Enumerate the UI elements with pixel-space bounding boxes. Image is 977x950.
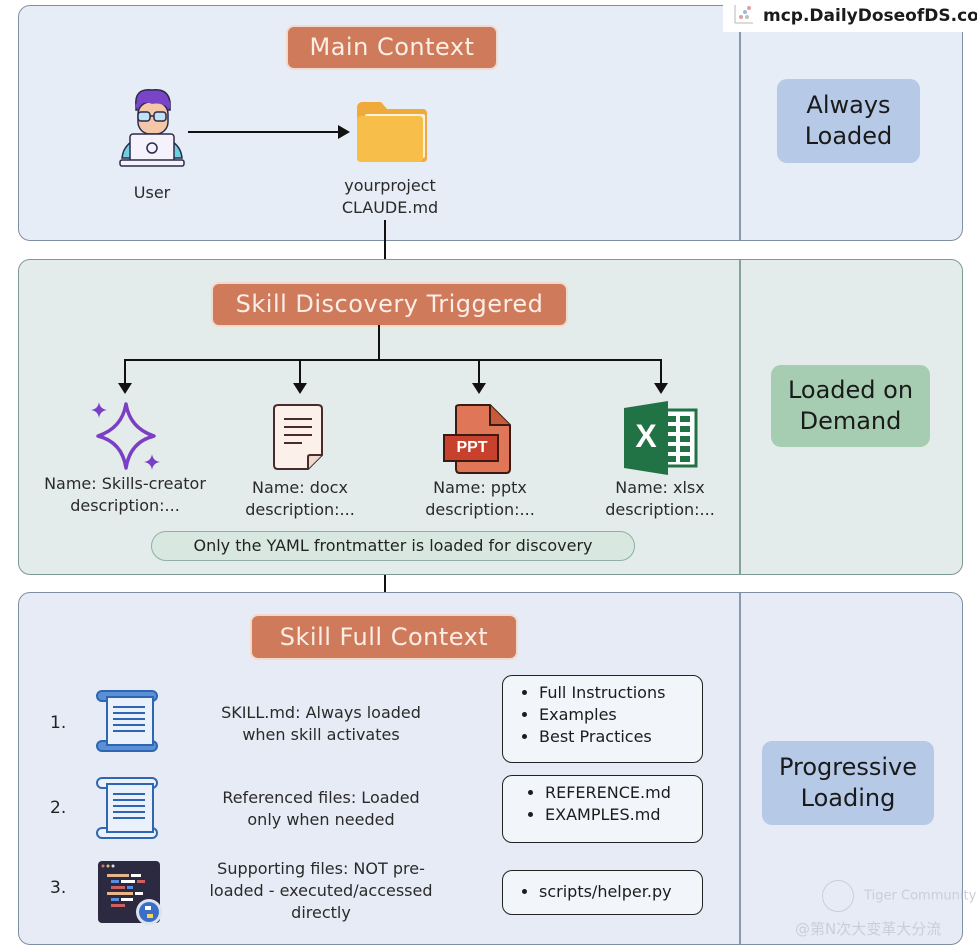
skill-item: Name: docx description:... [220,477,380,521]
skill-description: description:... [70,496,180,515]
step-number: 1. [50,713,67,733]
bullet-item: EXAMPLES.md [545,804,702,826]
tiger-logo-icon [822,880,854,912]
skill-name: Name: Skills-creator [44,474,206,493]
skill-description: description:... [245,500,355,519]
excel-badge: X [635,418,657,454]
arrow-head [472,383,486,394]
badge-line: Progressive [778,753,918,781]
arrow-main-to-discovery [384,220,386,270]
step-text-line: loaded - executed/accessed [209,881,433,900]
step-description: Supporting files: NOT pre- loaded - exec… [196,858,446,924]
arrow-discovery-to-full [384,575,386,605]
step-number: 2. [50,798,67,818]
ppt-file-icon: PPT [442,403,514,475]
skill-name: Name: docx [252,478,348,497]
connector-trunk [378,325,380,360]
sparkle-icon [88,400,164,474]
skill-description: description:... [605,500,715,519]
excel-icon: X [622,400,700,476]
site-watermark-text: mcp.DailyDoseofDS.com [763,6,977,26]
scroll-icon [95,689,159,753]
skill-name: Name: xlsx [615,478,705,497]
arrow-head [654,383,668,394]
badge-line: Always [806,91,891,119]
scatter-plot-icon [733,3,755,29]
author-watermark: @第N次大变革大分流 [795,920,942,938]
bullet-item: Best Practices [539,726,702,748]
user-icon [116,84,188,180]
step-description: Referenced files: Loaded only when neede… [196,787,446,831]
arrow-head [338,125,350,139]
panel-divider [739,6,741,240]
arrow-head [293,383,307,394]
skill-name: Name: pptx [433,478,527,497]
step-text-line: only when needed [247,810,395,829]
community-watermark: Tiger Community [822,880,976,912]
badge-line: Loaded [804,122,893,150]
badge-line: Loaded on [787,376,914,404]
community-name: Tiger Community [864,888,977,904]
bullet-item: Examples [539,704,702,726]
skill-item: Name: pptx description:... [400,477,560,521]
panel-divider [739,593,741,944]
step-text-line: when skill activates [242,725,400,744]
folder-icon [353,100,431,164]
claude-md-file: CLAUDE.md [341,198,439,217]
skill-item: Name: xlsx description:... [580,477,740,521]
step-text-line: Supporting files: NOT pre- [217,859,425,878]
panel-divider [739,260,741,574]
yaml-note: Only the YAML frontmatter is loaded for … [151,531,635,561]
main-context-title: Main Context [288,27,496,68]
skill-description: description:... [425,500,535,519]
loaded-on-demand-badge: Loaded on Demand [771,365,930,447]
project-name: yourproject [344,176,436,195]
python-code-icon [97,860,169,926]
connector-skill-4 [660,359,662,385]
scroll-icon [95,776,159,840]
connector-skill-3 [478,359,480,385]
bullet-item: Full Instructions [539,682,702,704]
project-label: yourproject CLAUDE.md [320,175,460,219]
user-label: User [133,183,171,202]
step-number: 3. [50,878,67,898]
skill-full-context-title: Skill Full Context [252,616,516,658]
skill-item: Name: Skills-creator description:... [20,473,230,517]
step-text-line: directly [291,903,351,922]
connector-skill-1 [124,359,126,385]
connector-branch [124,359,662,361]
bullet-item: REFERENCE.md [545,782,702,804]
step-description: SKILL.md: Always loaded when skill activ… [196,702,446,746]
connector-skill-2 [299,359,301,385]
site-watermark: mcp.DailyDoseofDS.com [723,0,977,32]
document-icon [270,403,326,471]
step-3-contents: scripts/helper.py [502,870,703,915]
badge-line: Loading [800,784,896,812]
step-2-contents: REFERENCE.md EXAMPLES.md [502,775,703,843]
bullet-item: scripts/helper.py [539,881,702,903]
step-text-line: SKILL.md: Always loaded [221,703,421,722]
arrow-user-to-project [188,131,340,133]
step-1-contents: Full Instructions Examples Best Practice… [502,675,703,763]
arrow-head [118,383,132,394]
skill-discovery-title: Skill Discovery Triggered [213,284,566,325]
ppt-badge: PPT [456,439,488,456]
badge-line: Demand [799,407,902,435]
step-text-line: Referenced files: Loaded [222,788,420,807]
